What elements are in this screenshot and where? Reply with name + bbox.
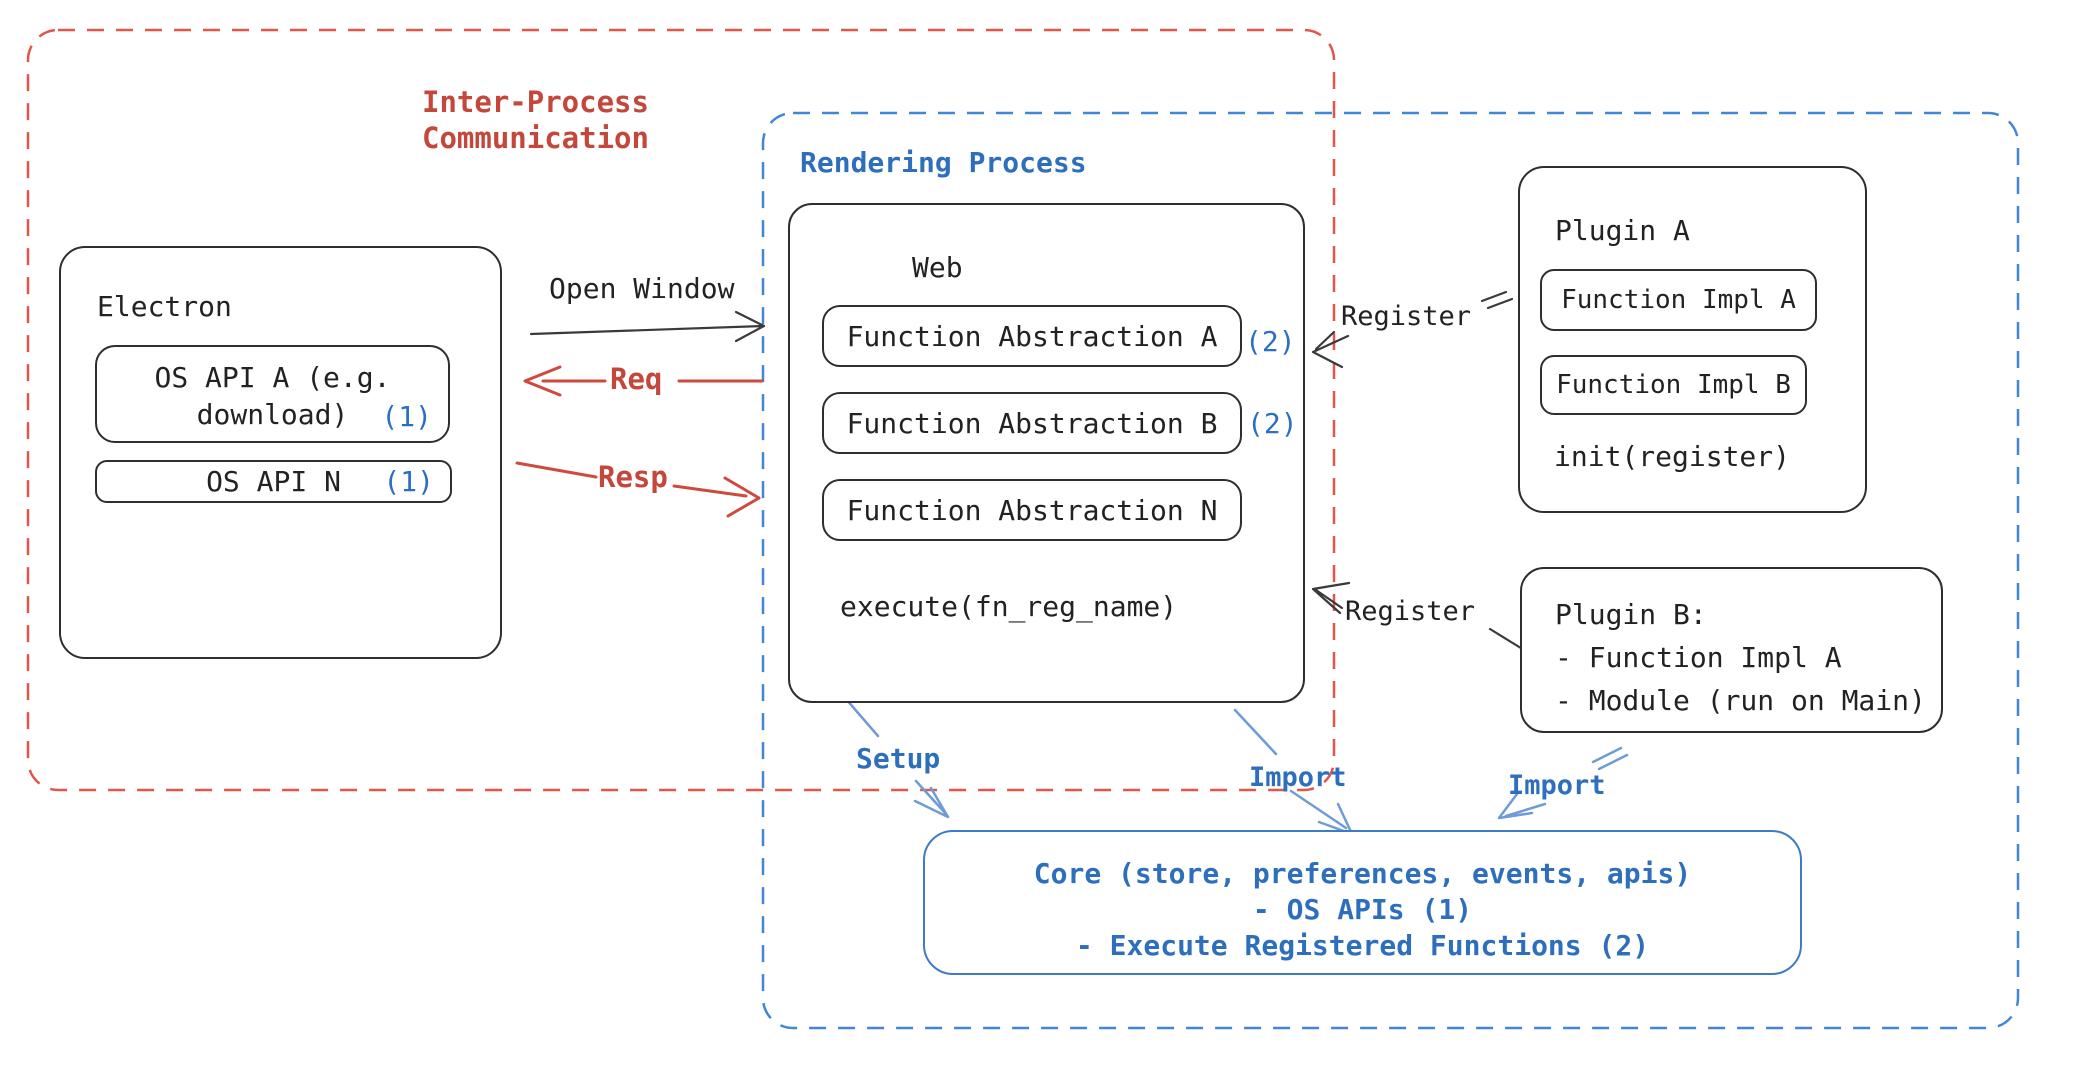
open-window-arrow xyxy=(529,310,766,343)
plugin-b-item-module: - Module (run on Main) xyxy=(1555,684,1926,717)
plugin-a-title: Plugin A xyxy=(1555,214,1690,247)
register-b-label: Register xyxy=(1345,596,1476,627)
core-title: Core (store, preferences, events, apis) xyxy=(1033,857,1692,890)
core-box: Core (store, preferences, events, apis) … xyxy=(923,830,1802,975)
plugin-a-init-label: init(register) xyxy=(1554,440,1791,473)
os-api-a-badge: (1) xyxy=(381,400,432,433)
execute-label: execute(fn_reg_name) xyxy=(840,590,1178,623)
function-abstraction-b-badge: (2) xyxy=(1247,407,1298,440)
plugin-b-item-impl-a: - Function Impl A xyxy=(1555,641,1842,674)
open-window-label: Open Window xyxy=(549,272,735,305)
os-api-n-box: OS API N (1) xyxy=(95,460,452,503)
function-impl-a-box: Function Impl A xyxy=(1540,269,1817,331)
function-abstraction-a-box: Function Abstraction A xyxy=(822,305,1242,367)
web-title: Web xyxy=(912,251,963,284)
os-api-n-badge: (1) xyxy=(383,465,434,498)
function-abstraction-a-badge: (2) xyxy=(1245,325,1296,358)
electron-box: Electron xyxy=(59,246,502,659)
core-item-execute: - Execute Registered Functions (2) xyxy=(1075,929,1650,962)
os-api-a-box: OS API A (e.g. download) (1) xyxy=(95,345,450,443)
plugin-b-box: Plugin B: - Function Impl A - Module (ru… xyxy=(1520,567,1943,733)
core-item-os-apis: - OS APIs (1) xyxy=(1252,893,1473,926)
rendering-group-title: Rendering Process xyxy=(800,146,1087,179)
web-box: Web Function Abstraction A Function Abst… xyxy=(788,203,1305,703)
plugin-b-title: Plugin B: xyxy=(1555,598,1707,631)
register-a-label: Register xyxy=(1341,301,1472,332)
resp-label: Resp xyxy=(598,460,668,494)
electron-title: Electron xyxy=(97,290,232,323)
import-plugin-label: Import xyxy=(1508,770,1606,801)
plugin-a-box: Plugin A Function Impl A Function Impl B… xyxy=(1518,166,1867,513)
os-api-a-label: OS API A (e.g. download) xyxy=(154,361,391,431)
function-impl-b-box: Function Impl B xyxy=(1540,355,1807,415)
req-label: Req xyxy=(610,362,663,396)
ipc-group-title: Inter-Process Communication xyxy=(422,85,649,155)
setup-label: Setup xyxy=(856,742,941,775)
function-abstraction-n-box: Function Abstraction N xyxy=(822,479,1242,541)
function-abstraction-b-box: Function Abstraction B xyxy=(822,392,1242,454)
import-web-label: Import xyxy=(1249,762,1347,793)
